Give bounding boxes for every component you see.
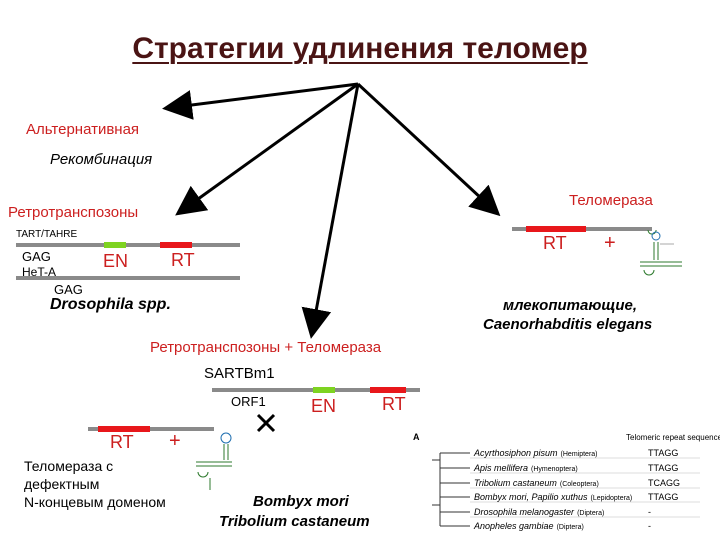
telomerase-rt-segment xyxy=(526,226,586,232)
retro-en-segment xyxy=(104,242,126,248)
table-row-repeat: - xyxy=(648,521,651,531)
defective-plus: + xyxy=(169,430,181,452)
retro-rt-label: RT xyxy=(171,250,195,270)
recombination-label: Рекомбинация xyxy=(50,151,153,168)
telomerase-rt-label: RT xyxy=(543,233,567,253)
table-row-repeat: TCAGG xyxy=(648,478,681,488)
sart-rt-label: RT xyxy=(382,394,406,414)
combined-label: Ретротранспозоны + Теломераза xyxy=(150,339,382,356)
defective-gene-bar xyxy=(88,427,214,431)
table-row-order: (Diptera) xyxy=(577,510,605,517)
orf1-label: ORF1 xyxy=(231,394,266,409)
defective-line-2: дефектным xyxy=(24,476,100,492)
defective-rt-label: RT xyxy=(110,432,134,452)
arrow-to-combined xyxy=(301,83,360,339)
arrow-to-retrotransposons xyxy=(175,82,359,216)
sartbm1-label: SARTBm1 xyxy=(204,365,275,382)
gag-label-1: GAG xyxy=(22,249,51,264)
rna-structure-icon-small xyxy=(196,432,232,490)
drosophila-label: Drosophila spp. xyxy=(50,296,171,313)
telomerase-plus: + xyxy=(604,232,616,254)
sart-en-segment xyxy=(313,387,335,393)
sart-en-label: EN xyxy=(311,396,337,416)
rna-structure-icon xyxy=(640,230,682,276)
table-row-repeat: TTAGG xyxy=(648,448,679,458)
table-row-repeat: TTAGG xyxy=(648,492,679,502)
table-row-order: (Lepidoptera) xyxy=(590,495,633,502)
table-row-species: Tribolium castaneum(Coleoptera) xyxy=(474,478,599,488)
arrow-to-alternative xyxy=(162,82,359,120)
cross-mark xyxy=(256,413,276,433)
tribolium-label: Tribolium castaneum xyxy=(219,513,370,530)
table-row-species: Acyrthosiphon pisum(Hemiptera) xyxy=(474,448,598,458)
table-row-species: Bombyx mori, Papilio xuthus(Lepidoptera) xyxy=(474,492,633,502)
bombyx-label: Bombyx mori xyxy=(253,493,349,510)
mammals-label: млекопитающие, xyxy=(503,297,638,314)
het-a-label: HeT-A xyxy=(22,265,57,279)
page-title: Стратегии удлинения теломер xyxy=(132,32,588,65)
table-row-repeat: TTAGG xyxy=(648,463,679,473)
retrotransposons-label: Ретротранспозоны xyxy=(8,204,139,221)
panel-letter: A xyxy=(413,432,420,442)
het-a-bar xyxy=(16,276,240,280)
table-row-repeat: - xyxy=(648,507,651,517)
table-row-species: Anopheles gambiae(Diptera) xyxy=(474,521,584,531)
retro-rt-segment xyxy=(160,242,192,248)
table-header: Telomeric repeat sequence xyxy=(626,433,720,442)
table-row-order: (Hymenoptera) xyxy=(531,466,578,473)
telomerase-label: Теломераза xyxy=(569,192,653,209)
table-row-species: Drosophila melanogaster(Diptera) xyxy=(474,507,605,517)
table-row-order: (Diptera) xyxy=(556,524,584,531)
alternative-label: Альтернативная xyxy=(26,121,140,138)
arrow-to-telomerase xyxy=(356,82,501,217)
table-row-species: Apis mellifera(Hymenoptera) xyxy=(474,463,578,473)
tart-label: TART/TAHRE xyxy=(16,229,78,240)
retro-en-label: EN xyxy=(103,251,129,271)
sart-rt-segment xyxy=(370,387,406,393)
retro-gene-bar xyxy=(16,243,240,247)
table-row-order: (Coleoptera) xyxy=(559,481,599,488)
defective-line-1: Теломераза с xyxy=(24,458,114,474)
table-row-order: (Hemiptera) xyxy=(560,451,598,458)
defective-line-3: N-концевым доменом xyxy=(24,494,166,510)
gag-label-2: GAG xyxy=(54,282,83,297)
celegans-label: Caenorhabditis elegans xyxy=(483,316,653,333)
defective-rt-segment xyxy=(98,426,150,432)
